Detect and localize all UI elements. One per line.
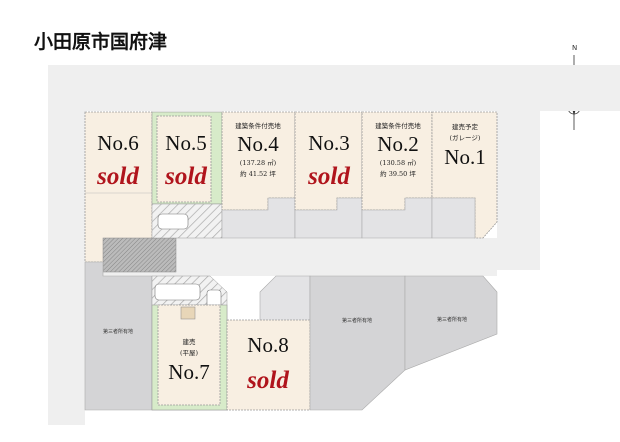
lot-number: No.5 bbox=[165, 131, 206, 155]
lot-no6[interactable]: No.6 sold bbox=[84, 111, 177, 273]
roads bbox=[48, 65, 620, 425]
third-party-land-right: 第三者所有地 bbox=[404, 275, 498, 371]
lot-note: 建売 bbox=[183, 337, 197, 346]
lot-no4[interactable]: 建築条件付売地 No.4 (137.28 ㎡) 約 41.52 坪 bbox=[221, 111, 296, 239]
lot-no5[interactable]: No.5 sold bbox=[151, 111, 223, 239]
third-party-label: 第三者所有地 bbox=[437, 316, 467, 323]
lot-number: No.6 bbox=[97, 131, 138, 155]
lot-no7[interactable]: 建売 (平屋) No.7 bbox=[151, 275, 228, 411]
lot-no3[interactable]: No.3 sold bbox=[294, 111, 363, 239]
lot-note-2: (ガレージ) bbox=[450, 133, 481, 142]
lot-note-2: (平屋) bbox=[180, 349, 199, 357]
lot-note: 建築条件付売地 bbox=[235, 121, 281, 130]
lot-number: No.7 bbox=[168, 360, 209, 384]
sold-label: sold bbox=[164, 163, 207, 190]
lot-no8[interactable]: No.8 sold bbox=[226, 275, 311, 411]
lot-number: No.3 bbox=[308, 131, 349, 155]
page-title: 小田原市国府津 bbox=[34, 30, 167, 53]
lot-note: 建築条件付売地 bbox=[375, 121, 421, 130]
lot-area: (137.28 ㎡) bbox=[240, 158, 277, 167]
third-party-label: 第三者所有地 bbox=[103, 328, 133, 335]
lot-number: No.1 bbox=[444, 145, 485, 169]
sold-label: sold bbox=[96, 163, 139, 190]
compass-north-label: N bbox=[572, 44, 577, 52]
lot-tsubo: 約 41.52 坪 bbox=[240, 169, 276, 178]
lot-no1[interactable]: 建売予定 (ガレージ) No.1 bbox=[431, 111, 498, 239]
third-party-label: 第三者所有地 bbox=[342, 317, 372, 324]
third-party-land-left: 第三者所有地 bbox=[84, 261, 153, 411]
lot-area: (130.58 ㎡) bbox=[380, 158, 417, 167]
sold-label: sold bbox=[246, 367, 289, 394]
lot-number: No.2 bbox=[377, 132, 418, 156]
lot-note: 建売予定 bbox=[452, 122, 479, 131]
lot-tsubo: 約 39.50 坪 bbox=[380, 169, 416, 178]
lot-no2[interactable]: 建築条件付売地 No.2 (130.58 ㎡) 約 39.50 坪 bbox=[361, 111, 433, 239]
lot-number: No.8 bbox=[247, 333, 288, 357]
third-party-land-center: 第三者所有地 bbox=[309, 275, 406, 411]
sold-label: sold bbox=[307, 163, 350, 190]
lot-number: No.4 bbox=[237, 132, 279, 156]
